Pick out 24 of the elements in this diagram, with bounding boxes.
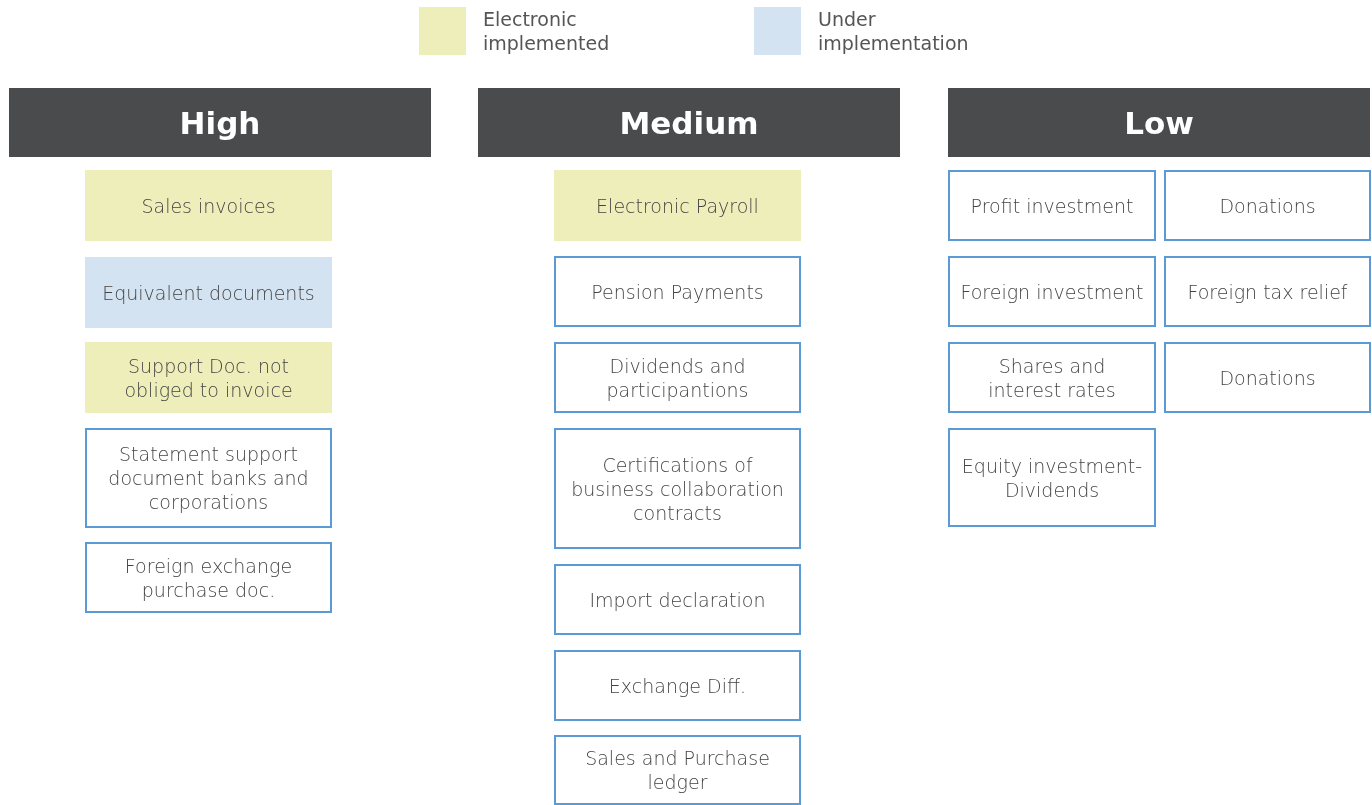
document-box: Donations xyxy=(1164,342,1371,413)
document-box: Sales invoices xyxy=(85,170,332,241)
document-box: Equity investment-Dividends xyxy=(948,428,1156,527)
legend-label: Under implementation xyxy=(818,7,970,55)
document-box: Dividends and participantions xyxy=(554,342,801,413)
document-box: Support Doc. not obliged to invoice xyxy=(85,342,332,413)
document-box: Exchange Diff. xyxy=(554,650,801,721)
document-box: Profit investment xyxy=(948,170,1156,241)
document-box: Pension Payments xyxy=(554,256,801,327)
document-box: Foreign tax relief xyxy=(1164,256,1371,327)
priority-header: Medium xyxy=(478,88,900,157)
document-box: Electronic Payroll xyxy=(554,170,801,241)
document-box: Foreign exchange purchase doc. xyxy=(85,542,332,613)
priority-header: High xyxy=(9,88,431,157)
document-box: Statement support document banks and corporations xyxy=(85,428,332,528)
document-box: Certifications of business collaboration contracts xyxy=(554,428,801,549)
document-box: Shares and interest rates xyxy=(948,342,1156,413)
document-box: Sales and Purchase ledger xyxy=(554,735,801,805)
document-box: Import declaration xyxy=(554,564,801,635)
priority-header: Low xyxy=(948,88,1370,157)
document-box: Donations xyxy=(1164,170,1371,241)
legend-label: Electronic implemented xyxy=(483,7,611,55)
document-box: Equivalent documents xyxy=(85,257,332,328)
document-box: Foreign investment xyxy=(948,256,1156,327)
